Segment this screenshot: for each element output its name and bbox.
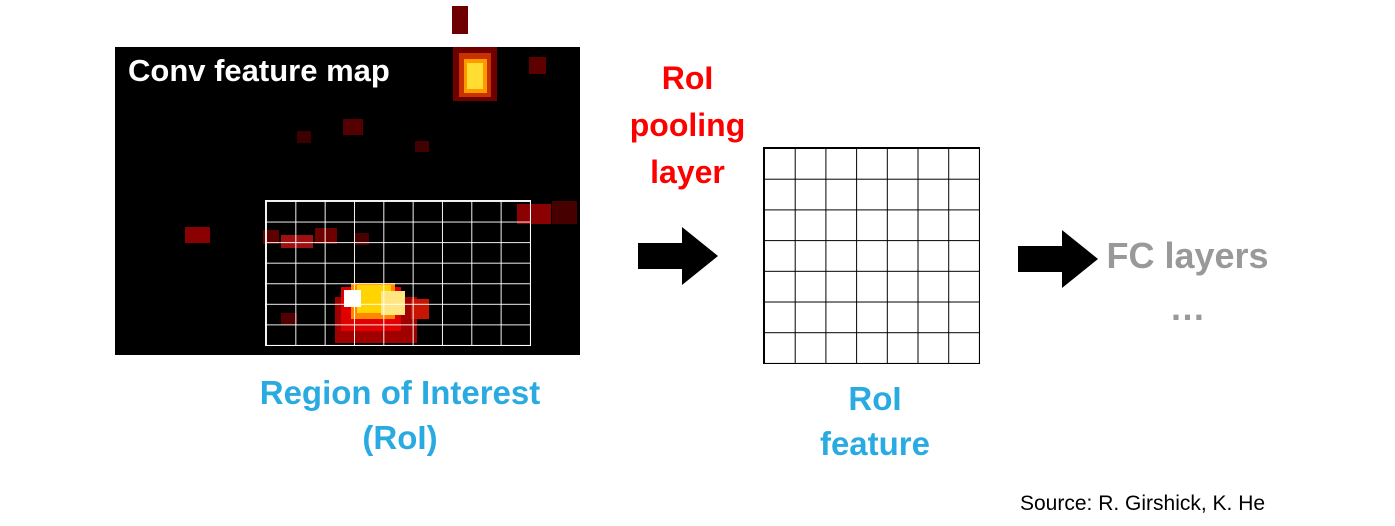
- roi-caption-line2: (RoI): [362, 419, 438, 456]
- roi-caption-block: Region of Interest (RoI): [200, 370, 600, 460]
- roi-pooling-label: RoI pooling layer: [600, 55, 775, 196]
- heat-spot: [185, 227, 210, 243]
- roi-grid-overlay: [265, 200, 531, 346]
- heat-spot: [415, 141, 429, 152]
- roi-feature-grid: [763, 147, 980, 364]
- heat-spot: [552, 201, 577, 224]
- fc-layers-block: FC layers …: [1100, 230, 1275, 334]
- conv-feature-map-title: Conv feature map: [128, 53, 390, 88]
- heat-spot: [343, 119, 363, 135]
- fc-layers-label: FC layers: [1106, 235, 1269, 276]
- right-arrow-icon: [1018, 230, 1098, 288]
- right-arrow-icon: [638, 227, 718, 285]
- heat-spot: [529, 57, 546, 74]
- heat-spot: [467, 63, 483, 89]
- roi-pooling-label-line1: RoI: [661, 60, 714, 96]
- roi-feature-caption-block: RoI feature: [790, 376, 960, 466]
- source-attribution: Source: R. Girshick, K. He: [1020, 492, 1266, 515]
- conv-feature-map: Conv feature map: [115, 47, 580, 355]
- heat-spot: [452, 6, 468, 34]
- roi-caption-line1: Region of Interest: [259, 374, 541, 411]
- roi-pooling-label-line3: layer: [650, 154, 725, 190]
- roi-feature-caption-line2: feature: [819, 425, 931, 462]
- heat-spot: [297, 131, 311, 143]
- fc-layers-ellipsis: …: [1169, 287, 1206, 328]
- roi-feature-caption-line1: RoI: [848, 380, 902, 417]
- roi-pooling-label-line2: pooling: [629, 107, 746, 143]
